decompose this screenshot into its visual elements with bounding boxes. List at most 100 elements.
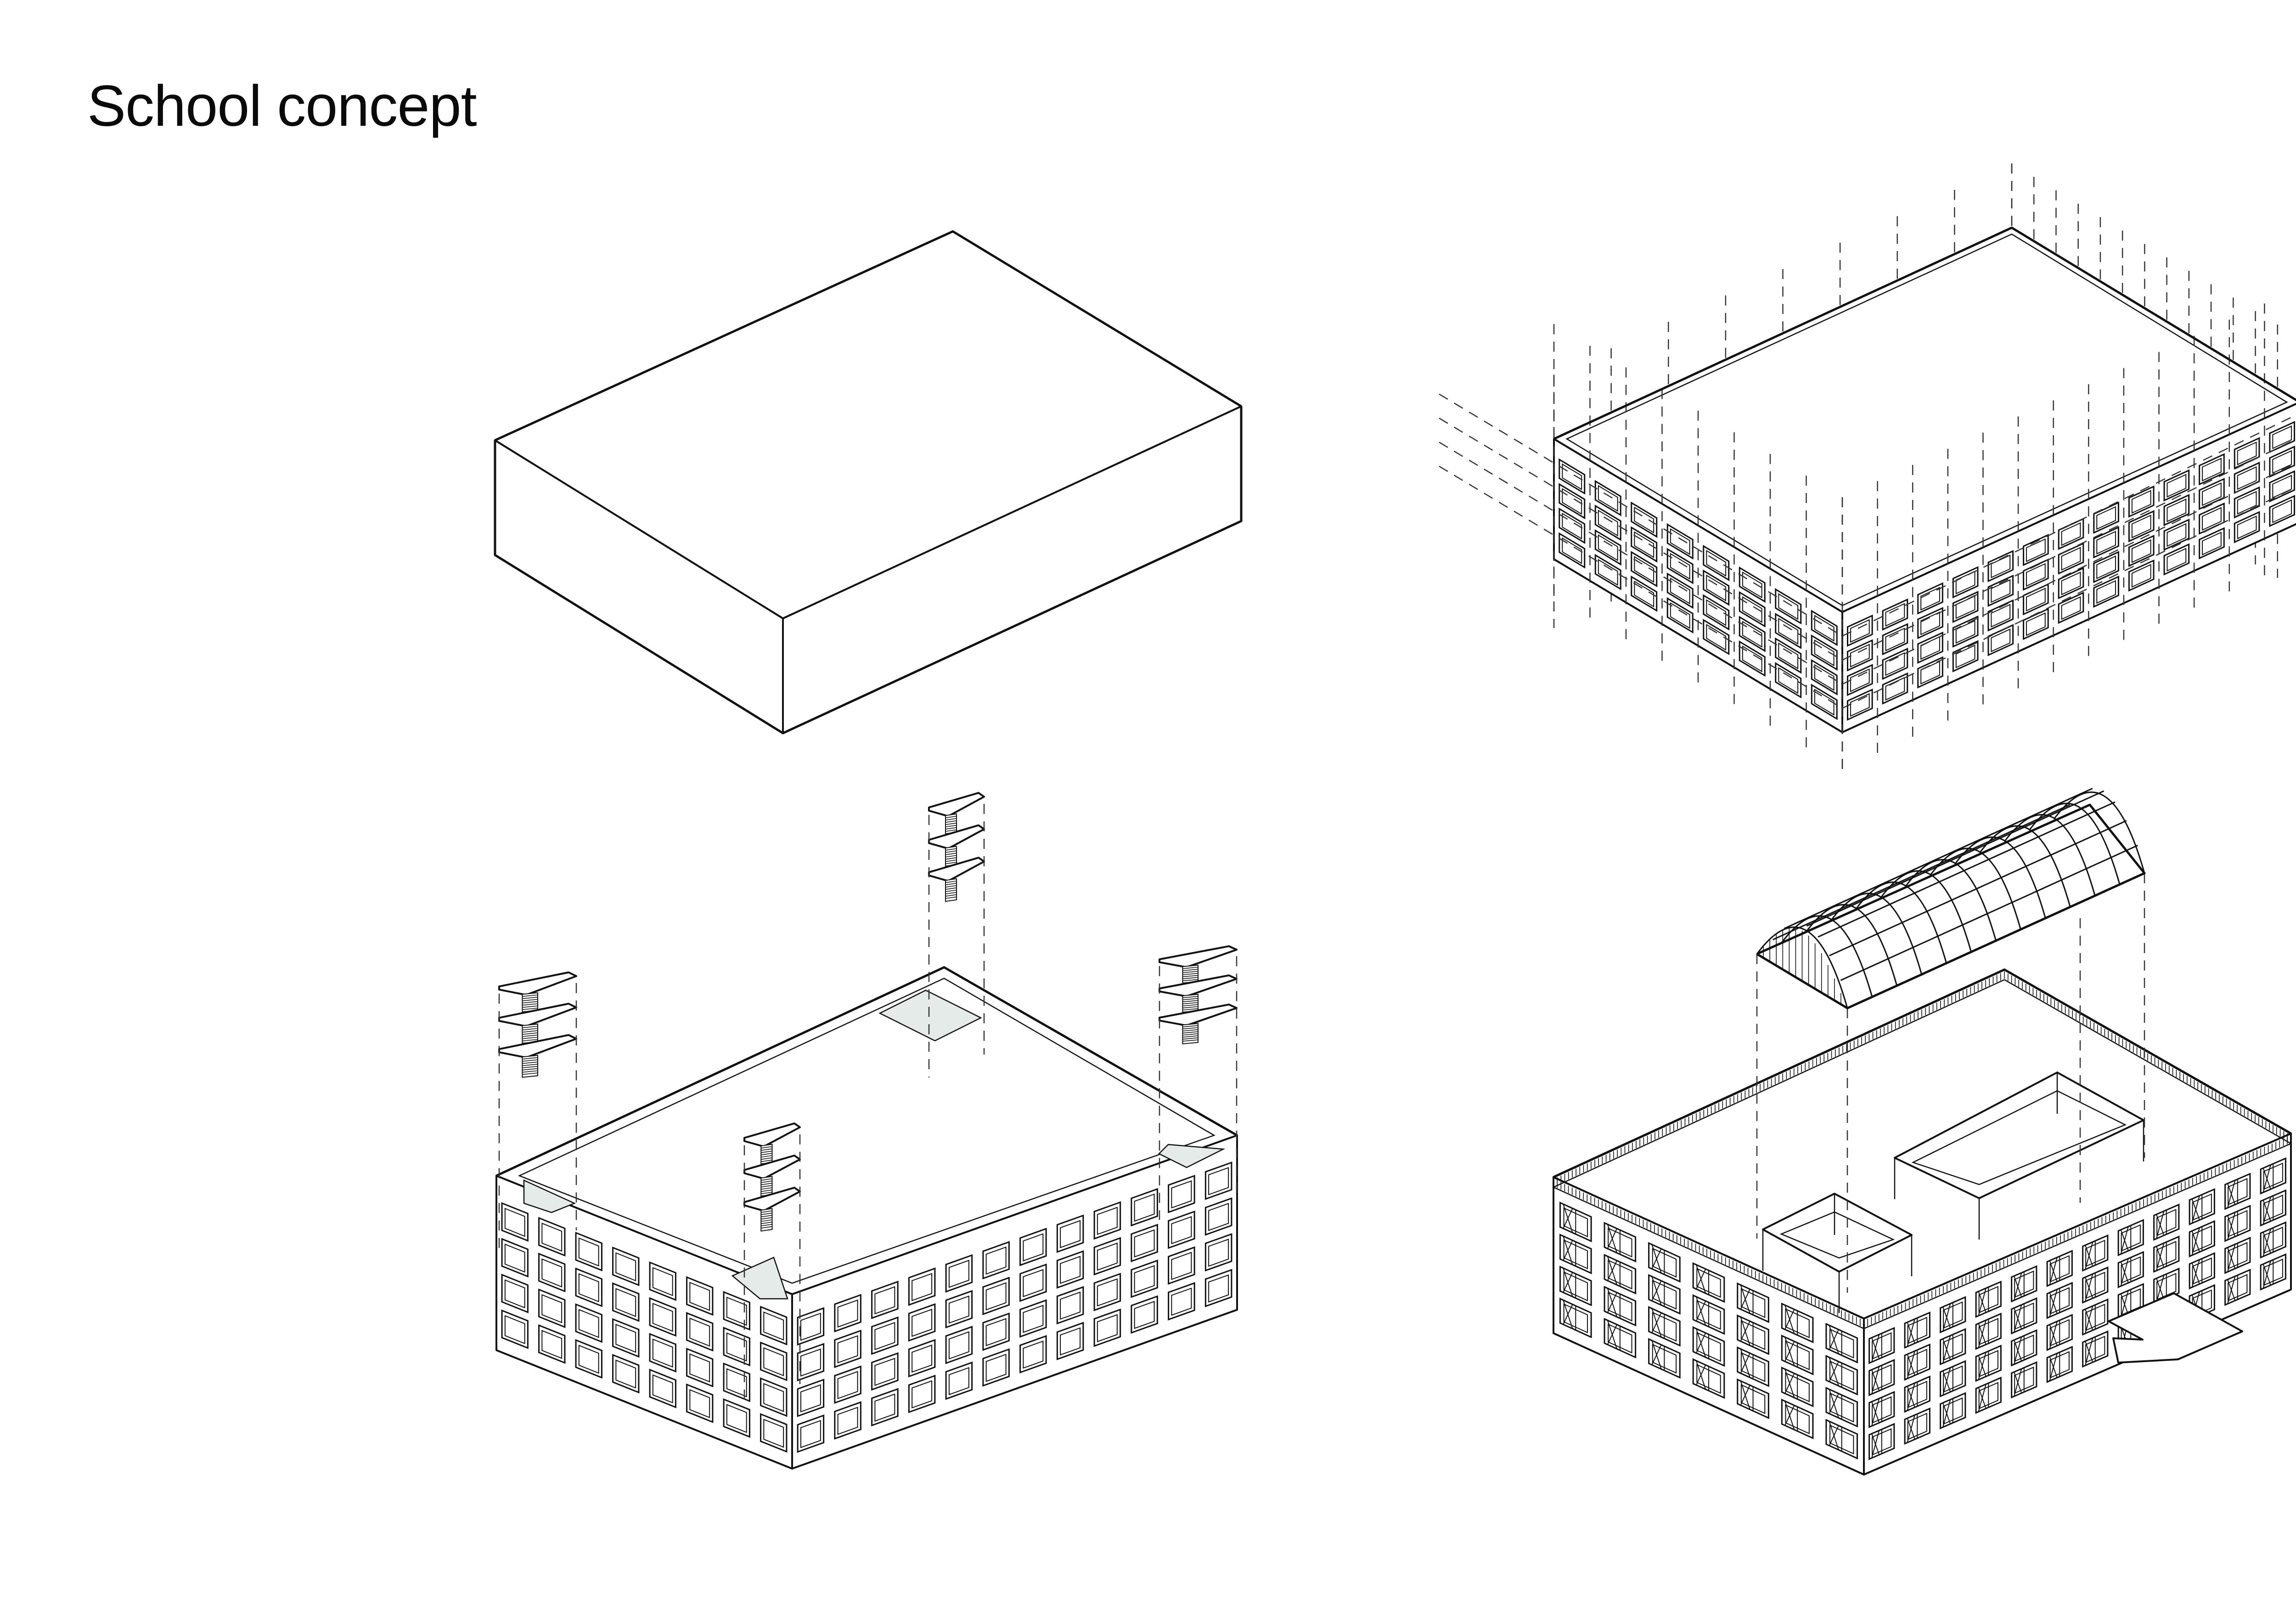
window-frame bbox=[2272, 425, 2292, 449]
window-frame bbox=[1814, 615, 1835, 642]
stair-tread bbox=[522, 1003, 538, 1006]
window bbox=[1703, 594, 1730, 631]
window-sash bbox=[1871, 1337, 1880, 1359]
stair-tread bbox=[1182, 1000, 1199, 1003]
window-sash bbox=[1829, 1325, 1839, 1354]
stair-tread bbox=[1182, 996, 1199, 999]
window-frame bbox=[837, 1335, 858, 1364]
stair-tread bbox=[1182, 977, 1199, 979]
window-frame bbox=[578, 1345, 599, 1374]
stair-tread bbox=[761, 1180, 772, 1183]
window-frame bbox=[652, 1302, 673, 1332]
window-frame bbox=[1907, 1413, 1927, 1440]
window-frame bbox=[1171, 1216, 1192, 1245]
window-sash bbox=[1696, 1264, 1706, 1294]
window-frame bbox=[1598, 485, 1618, 512]
window bbox=[612, 1354, 640, 1394]
entrance-plaza bbox=[2108, 1292, 2243, 1364]
window-frame bbox=[2192, 1257, 2212, 1285]
window-sash bbox=[1651, 1340, 1662, 1369]
window-frame bbox=[2061, 547, 2081, 571]
window-frame bbox=[2237, 466, 2257, 490]
window-frame bbox=[2096, 555, 2116, 579]
window bbox=[723, 1362, 750, 1403]
window-frame bbox=[1060, 1220, 1081, 1248]
window-sash bbox=[2156, 1214, 2165, 1236]
window-frame bbox=[1670, 578, 1690, 605]
window-frame bbox=[578, 1309, 599, 1338]
window-frame bbox=[1696, 1268, 1721, 1298]
panel-final-school bbox=[1553, 788, 2292, 1476]
window-frame bbox=[615, 1288, 636, 1317]
window bbox=[1204, 1162, 1232, 1200]
window-sash bbox=[1871, 1433, 1880, 1455]
window-sash bbox=[2156, 1278, 2165, 1300]
vault-arch bbox=[2028, 802, 2121, 885]
vault-purlin bbox=[1795, 788, 2093, 924]
window bbox=[686, 1383, 714, 1423]
window bbox=[612, 1246, 640, 1286]
window bbox=[908, 1303, 936, 1342]
window-frame bbox=[1872, 1396, 1892, 1424]
window-sash bbox=[2049, 1260, 2058, 1282]
window-frame bbox=[2202, 457, 2222, 482]
window bbox=[834, 1330, 861, 1369]
window-frame bbox=[1829, 1392, 1854, 1423]
stair-tread bbox=[761, 1190, 772, 1192]
window-sash bbox=[1907, 1386, 1915, 1408]
window-frame bbox=[726, 1332, 747, 1362]
window bbox=[1882, 672, 1908, 705]
window-frame bbox=[1920, 587, 1940, 611]
window-frame bbox=[1608, 1259, 1632, 1290]
window-frame bbox=[985, 1246, 1007, 1275]
stair-tread bbox=[1182, 1006, 1199, 1009]
window-frame bbox=[1943, 1365, 1963, 1393]
window bbox=[1204, 1233, 1232, 1272]
window bbox=[1019, 1299, 1047, 1338]
window-frame bbox=[1778, 642, 1799, 669]
window-frame bbox=[2096, 531, 2116, 555]
window bbox=[2234, 437, 2260, 470]
window bbox=[2128, 534, 2155, 567]
window bbox=[982, 1348, 1010, 1387]
window bbox=[2128, 485, 2155, 518]
window-sash bbox=[1607, 1288, 1618, 1317]
window-frame bbox=[1872, 1364, 1892, 1392]
window bbox=[2199, 453, 2225, 486]
window-frame bbox=[763, 1347, 784, 1376]
window-sash bbox=[1651, 1276, 1662, 1306]
window-frame bbox=[689, 1353, 710, 1383]
window bbox=[1917, 607, 1943, 640]
window bbox=[871, 1388, 899, 1426]
window bbox=[501, 1309, 529, 1349]
outline-bottom bbox=[494, 406, 1243, 735]
window-frame bbox=[578, 1273, 599, 1302]
window bbox=[575, 1303, 602, 1343]
stair-tread bbox=[522, 1057, 538, 1060]
vaulted-roof bbox=[1756, 788, 2146, 1293]
window-sash bbox=[2014, 1372, 2022, 1393]
window-frame bbox=[1171, 1287, 1192, 1316]
window bbox=[1131, 1223, 1158, 1262]
window bbox=[834, 1294, 861, 1333]
window-frame bbox=[1097, 1314, 1118, 1342]
window-frame bbox=[1943, 1333, 1963, 1361]
window-frame bbox=[2167, 548, 2187, 572]
window bbox=[908, 1267, 936, 1306]
window bbox=[2058, 542, 2084, 575]
window-frame bbox=[985, 1318, 1007, 1347]
window bbox=[1882, 647, 1908, 680]
window bbox=[1168, 1174, 1195, 1213]
stair-tread bbox=[761, 1157, 772, 1160]
window-frame bbox=[1742, 571, 1762, 599]
window-sash bbox=[2191, 1262, 2200, 1285]
window-frame bbox=[2085, 1335, 2105, 1364]
window-frame bbox=[1208, 1238, 1229, 1267]
window bbox=[871, 1280, 899, 1319]
window bbox=[760, 1413, 788, 1453]
stair-tread bbox=[1182, 969, 1199, 971]
window-sash bbox=[1696, 1360, 1706, 1390]
window bbox=[1093, 1273, 1121, 1312]
panel-massing-box bbox=[494, 230, 1243, 735]
